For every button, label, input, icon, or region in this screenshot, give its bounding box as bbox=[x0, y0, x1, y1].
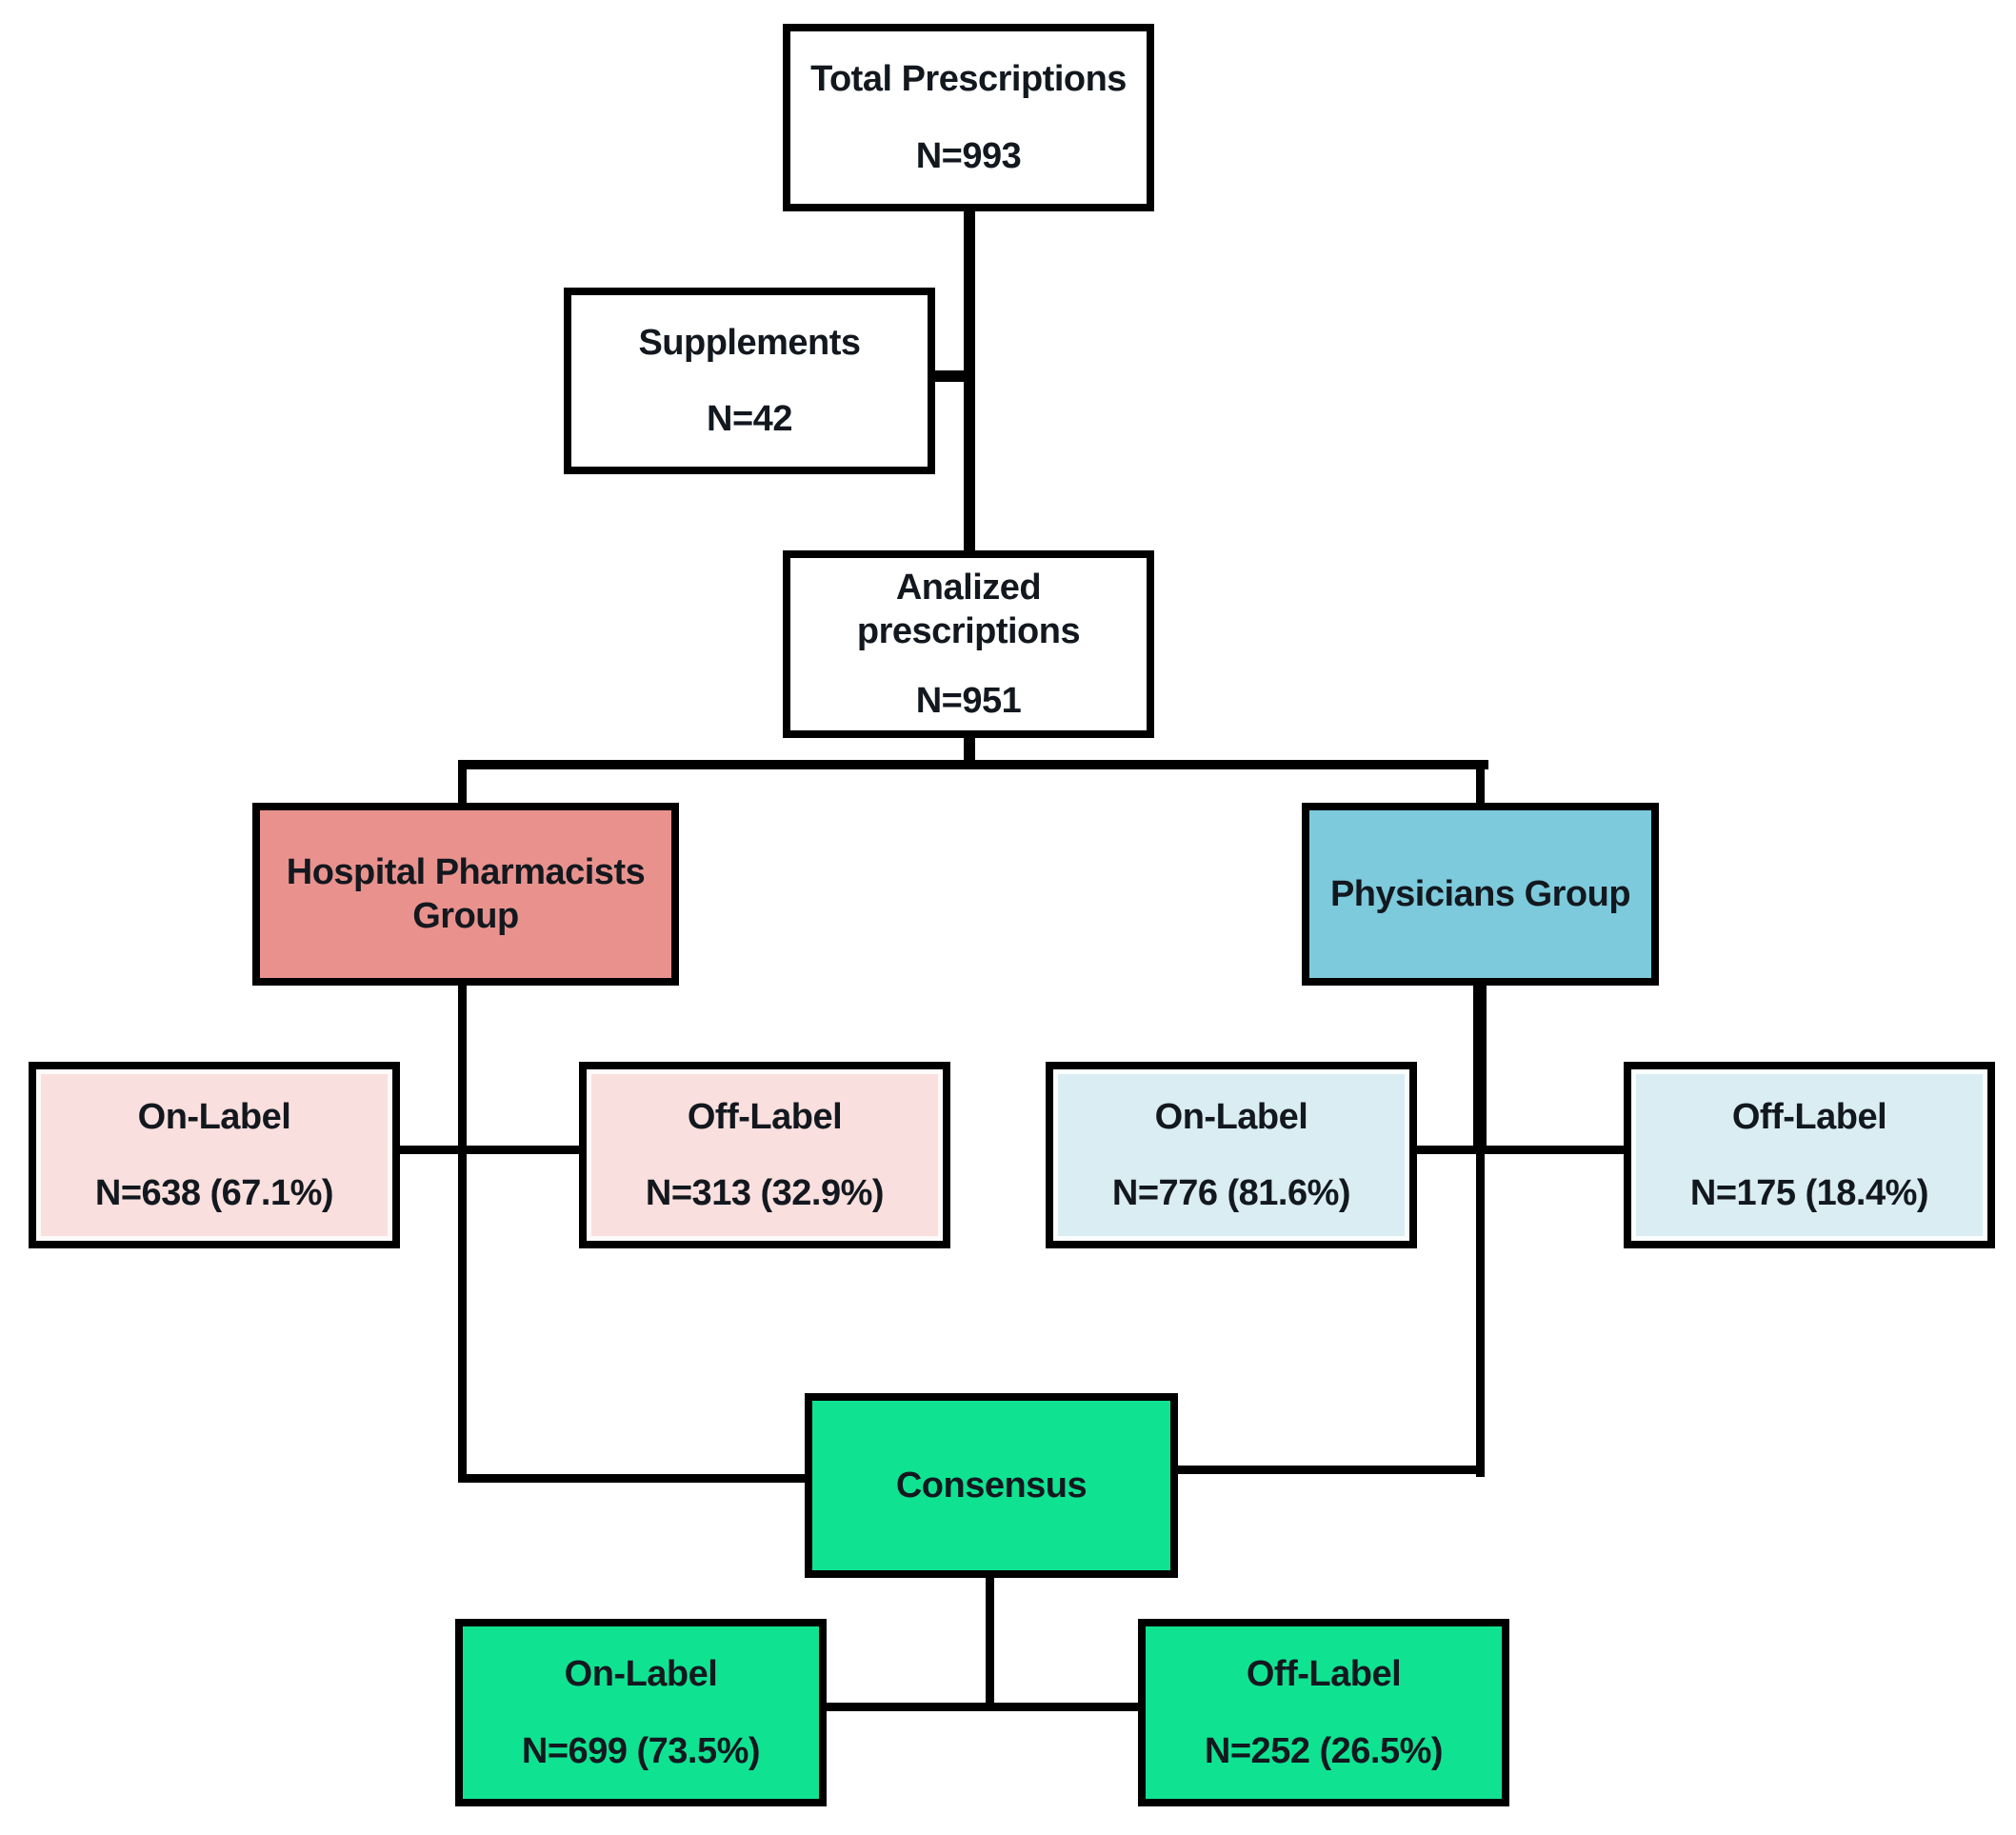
connector-splitter-to-physicians bbox=[1476, 760, 1485, 808]
node-hospital-pharmacists-group-label: Hospital Pharmacists Group bbox=[286, 851, 646, 936]
connector-consensus-down bbox=[986, 1573, 994, 1711]
connector-pharmacists-down bbox=[458, 981, 467, 1483]
node-physicians-off-label-count: N=175 (18.4%) bbox=[1689, 1173, 1929, 1213]
node-analyzed-prescriptions-count: N=951 bbox=[915, 680, 1022, 721]
connector-physicians-down bbox=[1476, 1146, 1485, 1477]
node-physicians-off-label: Off-Label N=175 (18.4%) bbox=[1624, 1062, 1995, 1248]
node-pharmacists-off-label-label: Off-Label bbox=[687, 1096, 843, 1137]
node-physicians-on-label-count: N=776 (81.6%) bbox=[1111, 1173, 1351, 1213]
connector-pharmacists-labels bbox=[395, 1146, 584, 1154]
node-pharmacists-on-label: On-Label N=638 (67.1%) bbox=[29, 1062, 400, 1248]
node-consensus-off-label: Off-Label N=252 (26.5%) bbox=[1138, 1619, 1509, 1806]
node-analyzed-prescriptions-label: Analized prescriptions bbox=[856, 567, 1081, 652]
node-physicians-off-label-label: Off-Label bbox=[1731, 1096, 1887, 1137]
connector-consensus-labels bbox=[822, 1703, 1143, 1711]
node-hospital-pharmacists-group: Hospital Pharmacists Group bbox=[252, 803, 679, 986]
connector-pharmacists-to-consensus bbox=[458, 1474, 810, 1483]
node-physicians-on-label-label: On-Label bbox=[1154, 1096, 1308, 1137]
connector-physicians-labels bbox=[1412, 1146, 1628, 1154]
node-total-prescriptions-label: Total Prescriptions bbox=[810, 59, 1127, 100]
node-pharmacists-on-label-label: On-Label bbox=[137, 1096, 291, 1137]
node-physicians-group: Physicians Group bbox=[1302, 803, 1659, 986]
node-analyzed-prescriptions: Analized prescriptions N=951 bbox=[783, 550, 1154, 738]
node-supplements-label: Supplements bbox=[638, 322, 861, 363]
connector-splitter-to-pharmacists bbox=[458, 760, 467, 808]
node-pharmacists-off-label-count: N=313 (32.9%) bbox=[645, 1173, 885, 1213]
node-consensus-on-label-count: N=699 (73.5%) bbox=[521, 1730, 761, 1771]
node-consensus-on-label-label: On-Label bbox=[564, 1654, 718, 1695]
connector-physicians-to-consensus bbox=[1173, 1466, 1485, 1474]
node-consensus-label: Consensus bbox=[895, 1465, 1088, 1506]
node-consensus-off-label-label: Off-Label bbox=[1246, 1654, 1402, 1695]
connector-splitter-horizontal bbox=[458, 760, 1488, 769]
node-consensus-on-label: On-Label N=699 (73.5%) bbox=[455, 1619, 827, 1806]
node-pharmacists-off-label: Off-Label N=313 (32.9%) bbox=[579, 1062, 950, 1248]
connector-physicians-down-thick bbox=[1473, 981, 1487, 1154]
node-supplements-count: N=42 bbox=[707, 399, 792, 439]
node-consensus: Consensus bbox=[805, 1393, 1178, 1578]
node-physicians-group-label: Physicians Group bbox=[1329, 873, 1631, 914]
connector-supplements-branch bbox=[929, 370, 975, 382]
node-supplements: Supplements N=42 bbox=[564, 288, 935, 474]
node-total-prescriptions-count: N=993 bbox=[915, 135, 1022, 176]
node-physicians-on-label: On-Label N=776 (81.6%) bbox=[1046, 1062, 1417, 1248]
connector-total-to-analyzed bbox=[964, 208, 975, 556]
node-pharmacists-on-label-count: N=638 (67.1%) bbox=[94, 1173, 334, 1213]
node-consensus-off-label-count: N=252 (26.5%) bbox=[1204, 1730, 1444, 1771]
node-total-prescriptions: Total Prescriptions N=993 bbox=[783, 24, 1154, 211]
